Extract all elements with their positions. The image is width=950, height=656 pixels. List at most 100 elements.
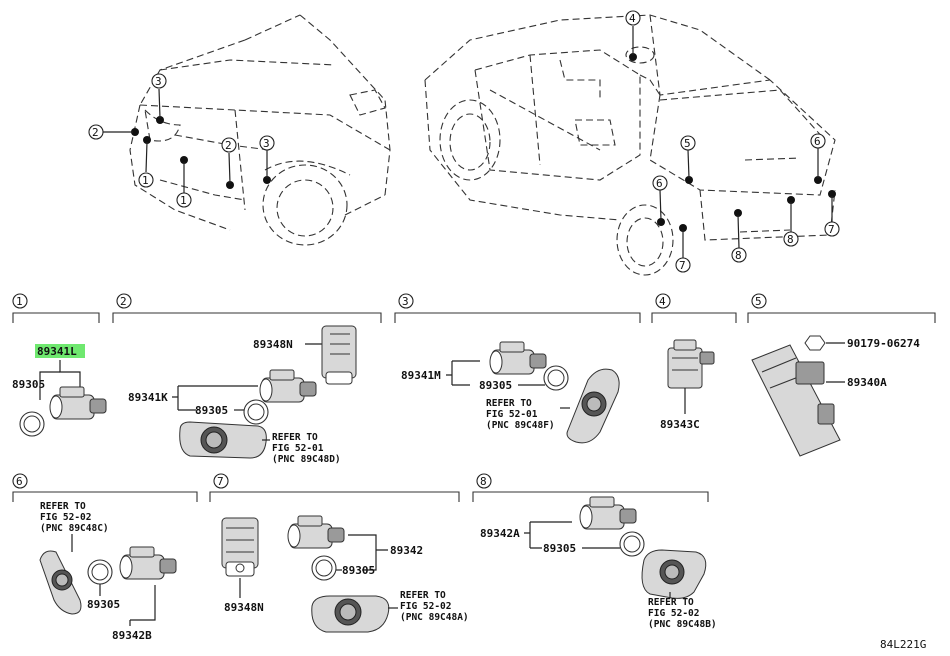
rear-callout-4[interactable]: 4: [625, 10, 641, 26]
bracket-89348N-s7-drawing: [221, 517, 259, 577]
part-89340A[interactable]: 89340A: [847, 376, 887, 389]
part-89341M[interactable]: 89341M: [401, 369, 441, 382]
rear-callout-7b-label: 7: [828, 223, 835, 236]
rear-callout-4-label: 4: [629, 12, 636, 25]
refer-s3-line1: REFER TO: [486, 398, 532, 409]
rear-callout-7b[interactable]: 7: [824, 221, 840, 237]
rear-callout-6b-label: 6: [814, 135, 821, 148]
ecu-89340A-drawing: [751, 344, 841, 457]
front-callout-3b-label: 3: [263, 137, 270, 150]
section-4: 4: [651, 293, 737, 323]
part-89342[interactable]: 89342: [390, 544, 423, 557]
part-89342A[interactable]: 89342A: [480, 527, 520, 540]
sensor-89342A-drawing: [579, 496, 637, 530]
ring-89305-s3-drawing: [543, 365, 569, 391]
front-car-drawing: [103, 14, 391, 246]
refer-s2-line1: REFER TO: [272, 432, 318, 443]
section-3-number: 3: [402, 295, 409, 308]
refer-s8-line3: (PNC 89C48B): [648, 619, 717, 630]
sensor-89342B-drawing: [119, 546, 177, 580]
part-89341L[interactable]: 89341L: [37, 345, 77, 358]
bezel-s3-drawing: [566, 368, 620, 444]
section-7-number: 7: [217, 475, 224, 488]
part-89305-s7[interactable]: 89305: [342, 564, 375, 577]
section-1-number: 1: [16, 295, 23, 308]
ring-89305-s2-drawing: [243, 399, 269, 425]
part-89305-s8[interactable]: 89305: [543, 542, 576, 555]
part-89348N-s2[interactable]: 89348N: [253, 338, 293, 351]
bezel-s2-drawing: [179, 421, 267, 459]
figure-code: 84L221G: [880, 638, 926, 651]
ring-89305-s8-drawing: [619, 531, 645, 557]
refer-s8-line2[interactable]: FIG 52-02: [648, 608, 699, 619]
section-8-number: 8: [480, 475, 487, 488]
front-callout-2b[interactable]: 2: [221, 137, 237, 153]
section-8: 8: [472, 473, 709, 502]
rear-callout-6a-label: 6: [656, 177, 663, 190]
refer-s3-line3: (PNC 89C48F): [486, 420, 555, 431]
bezel-s6-drawing: [39, 550, 82, 615]
section-5: 5: [747, 293, 936, 323]
rear-callout-8b[interactable]: 8: [783, 231, 799, 247]
rear-callout-8a[interactable]: 8: [731, 247, 747, 263]
part-89305-s2[interactable]: 89305: [195, 404, 228, 417]
part-89341K[interactable]: 89341K: [128, 391, 168, 404]
part-89342B[interactable]: 89342B: [112, 629, 152, 642]
highlight-89341L: [35, 344, 85, 358]
front-callout-3a[interactable]: 3: [151, 73, 167, 89]
refer-s7-line3: (PNC 89C48A): [400, 612, 469, 623]
ring-89305-s6-drawing: [87, 559, 113, 585]
rear-callout-6b[interactable]: 6: [810, 133, 826, 149]
front-callout-2a[interactable]: 2: [88, 124, 104, 140]
refer-s6-line3: (PNC 89C48C): [40, 523, 109, 534]
part-90179-06274[interactable]: 90179-06274: [847, 337, 920, 350]
front-callout-3b[interactable]: 3: [259, 135, 275, 151]
rear-callout-7a-label: 7: [679, 259, 686, 272]
part-89348N-s7[interactable]: 89348N: [224, 601, 264, 614]
sensor-89341M-drawing: [489, 341, 547, 375]
front-callout-2a-label: 2: [92, 126, 99, 139]
part-89305-s1[interactable]: 89305: [12, 378, 45, 391]
bezel-s7-drawing: [311, 595, 390, 633]
section-2: 2: [112, 293, 382, 323]
rear-callout-8a-label: 8: [735, 249, 742, 262]
refer-s8-line1: REFER TO: [648, 597, 694, 608]
section-4-number: 4: [659, 295, 666, 308]
part-89305-s3[interactable]: 89305: [479, 379, 512, 392]
front-callout-1a[interactable]: 1: [138, 172, 154, 188]
front-callout-1b[interactable]: 1: [176, 192, 192, 208]
front-callout-1a-label: 1: [142, 174, 149, 187]
bracket-89348N-s2-drawing: [321, 325, 357, 385]
section-5-number: 5: [755, 295, 762, 308]
ring-89305-s1-drawing: [19, 411, 45, 437]
section-6-number: 6: [16, 475, 23, 488]
rear-callout-7a[interactable]: 7: [675, 257, 691, 273]
part-89343C[interactable]: 89343C: [660, 418, 700, 431]
sensor-89341K-drawing: [259, 369, 317, 403]
rear-callout-5[interactable]: 5: [680, 135, 696, 151]
refer-s2-line2[interactable]: FIG 52-01: [272, 443, 324, 454]
part-89305-s6[interactable]: 89305: [87, 598, 120, 611]
front-callout-3a-label: 3: [155, 75, 162, 88]
rear-callout-5-label: 5: [684, 137, 691, 150]
front-callout-1b-label: 1: [180, 194, 187, 207]
rear-callout-6a[interactable]: 6: [652, 175, 668, 191]
module-89343C-drawing: [667, 339, 715, 389]
section-6: 6: [12, 473, 198, 502]
nut-90179-drawing: [804, 335, 826, 351]
sensor-89341L-drawing: [49, 386, 107, 420]
rear-callout-8b-label: 8: [787, 233, 794, 246]
bezel-s8-drawing: [641, 549, 707, 599]
ring-89305-s7-drawing: [311, 555, 337, 581]
refer-s7-line2[interactable]: FIG 52-02: [400, 601, 451, 612]
refer-s3-line2[interactable]: FIG 52-01: [486, 409, 538, 420]
section-2-number: 2: [120, 295, 127, 308]
section-7: 7: [209, 473, 460, 502]
refer-s6-line2[interactable]: FIG 52-02: [40, 512, 91, 523]
sensor-89342-drawing: [287, 515, 345, 549]
front-callout-2b-label: 2: [225, 139, 232, 152]
section-3: 3: [394, 293, 641, 323]
refer-s7-line1: REFER TO: [400, 590, 446, 601]
rear-car-drawing: [424, 14, 836, 276]
